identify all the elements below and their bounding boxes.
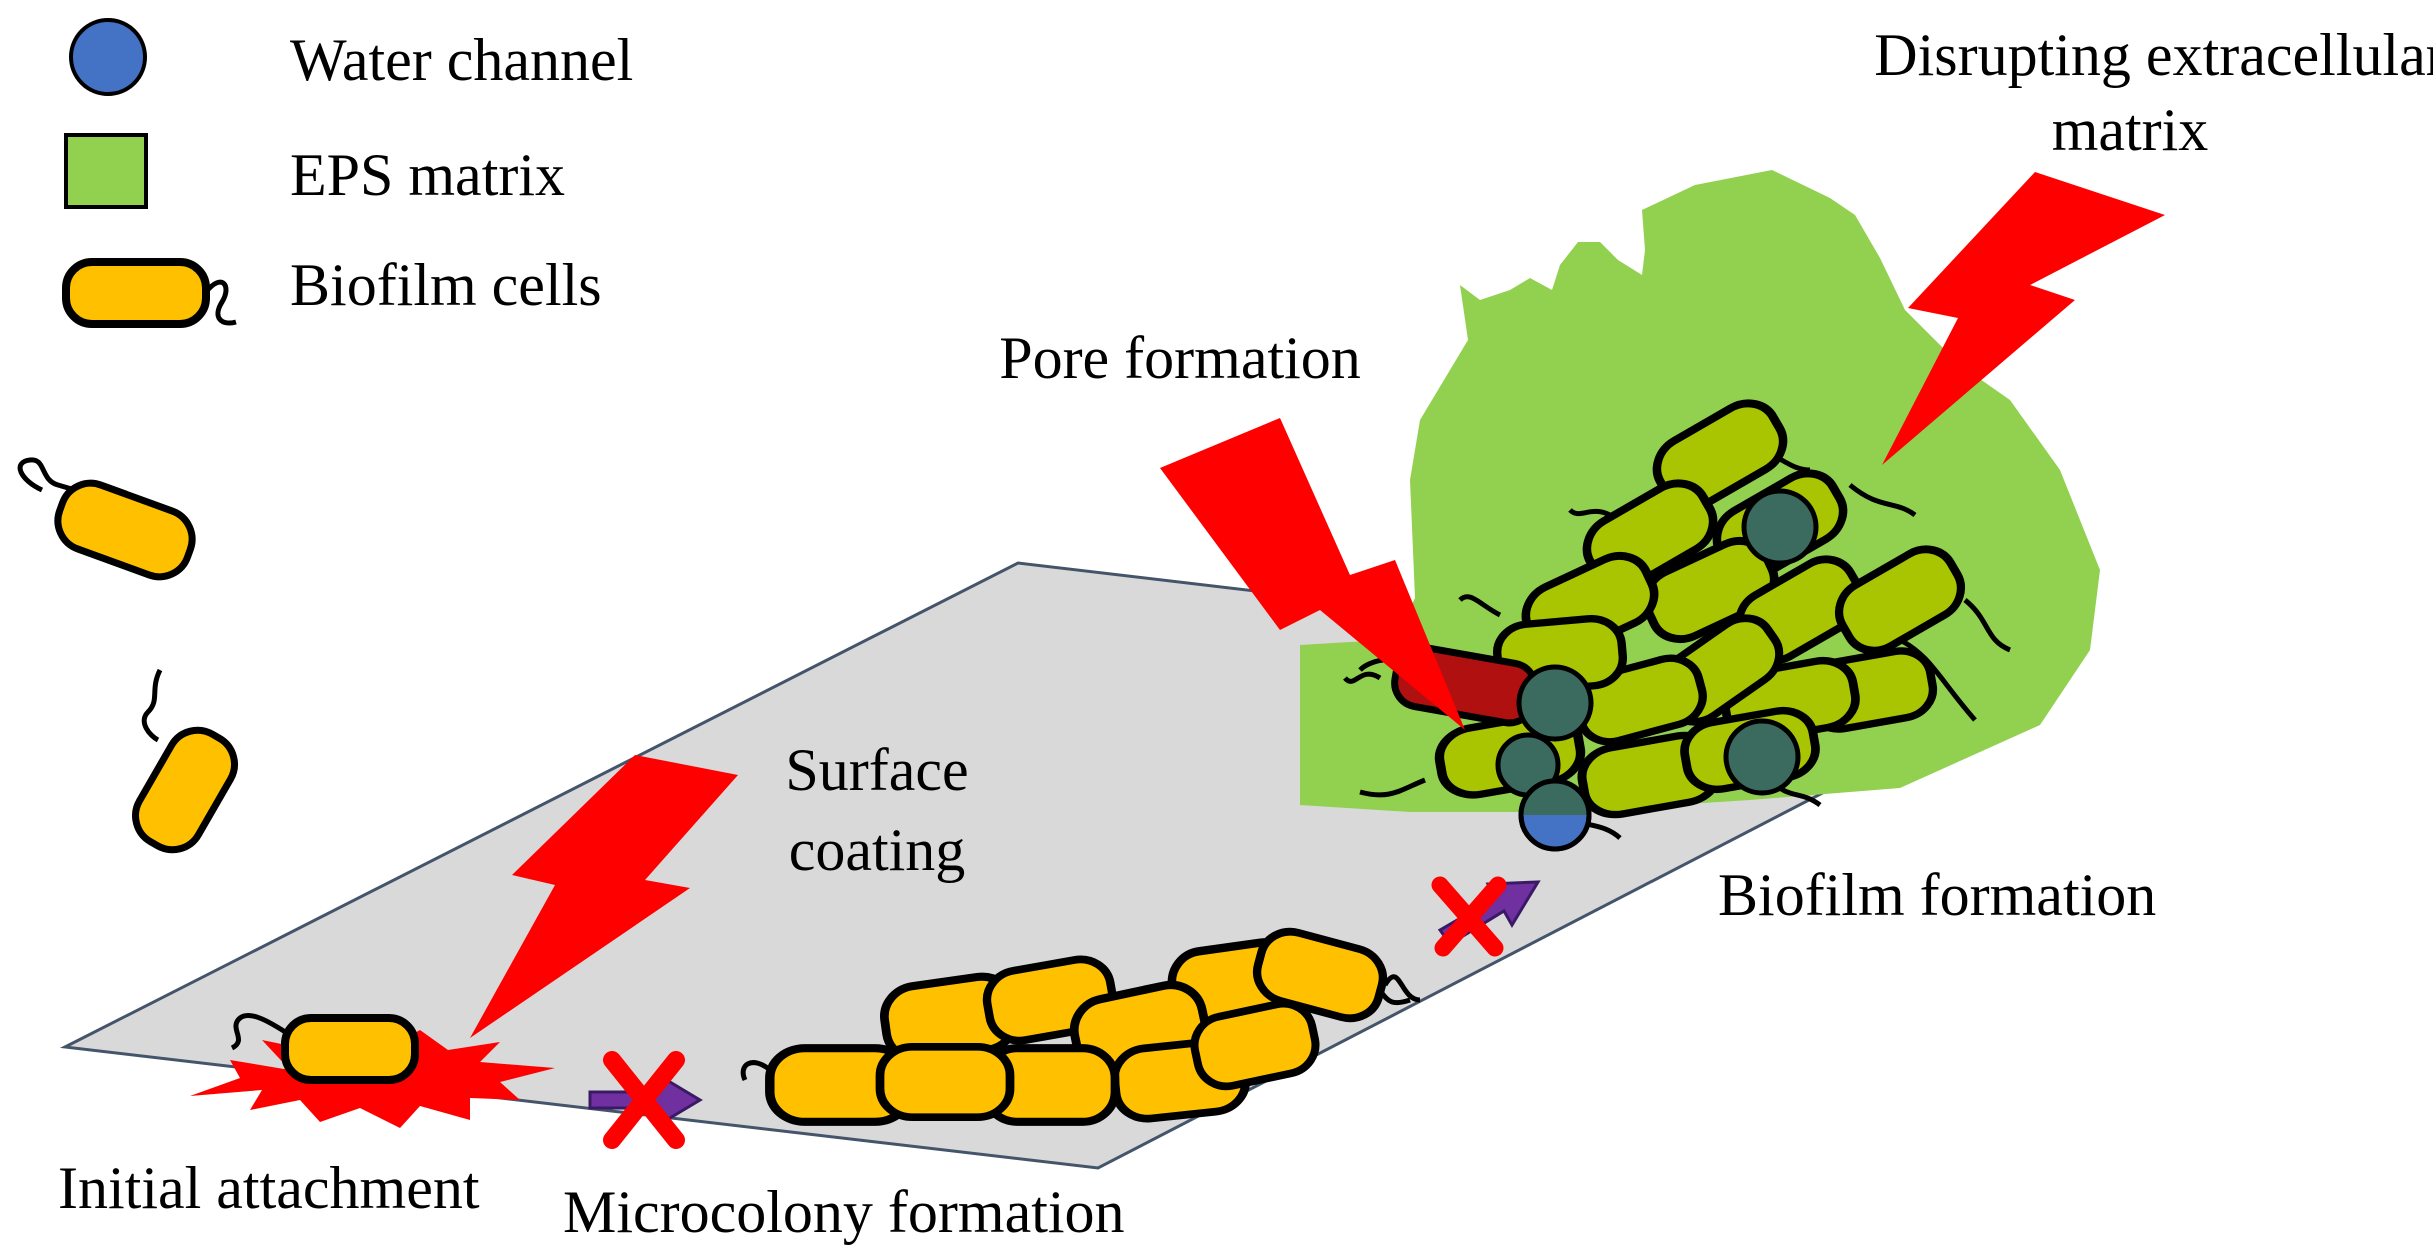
disrupting-matrix-label-line1: Disrupting extracellular: [1874, 22, 2433, 88]
disrupting-matrix-lightning: [1882, 172, 2165, 465]
blocked-arrow-1: [588, 1051, 703, 1149]
legend-label-biofilm-cells: Biofilm cells: [290, 252, 602, 318]
blocked-arrow-2: [1431, 876, 1541, 957]
surface-coating-lightning: [470, 755, 738, 1038]
surface-coating-label-line1: Surface: [785, 737, 968, 803]
stage-label-microcolony-formation: Microcolony formation: [563, 1179, 1125, 1245]
pore-formation-lightning: [1160, 418, 1465, 730]
attached-cell: [230, 1012, 419, 1084]
water-channel-icon: [69, 18, 147, 96]
eps-matrix-icon: [64, 133, 148, 209]
water-channel: [1723, 718, 1801, 796]
legend: Water channel EPS matrix Biofilm cells: [62, 18, 633, 328]
surface-coating-label-line2: coating: [789, 817, 966, 883]
legend-label-eps-matrix: EPS matrix: [290, 142, 565, 208]
legend-label-water-channel: Water channel: [290, 27, 633, 93]
stage-label-biofilm-formation: Biofilm formation: [1718, 862, 2156, 928]
planktonic-cell: [132, 668, 238, 854]
disrupting-matrix-label-line2: matrix: [2052, 97, 2209, 163]
planktonic-cell: [17, 457, 196, 581]
water-channel: [1516, 664, 1594, 742]
water-channel: [1518, 778, 1592, 852]
microcolony: [740, 925, 1421, 1122]
mature-biofilm: [1343, 392, 2012, 852]
stage-label-initial-attachment: Initial attachment: [58, 1155, 480, 1221]
pore-formation-label: Pore formation: [999, 325, 1361, 391]
biofilm-cell-icon: [62, 258, 237, 328]
water-channel: [1741, 488, 1819, 566]
